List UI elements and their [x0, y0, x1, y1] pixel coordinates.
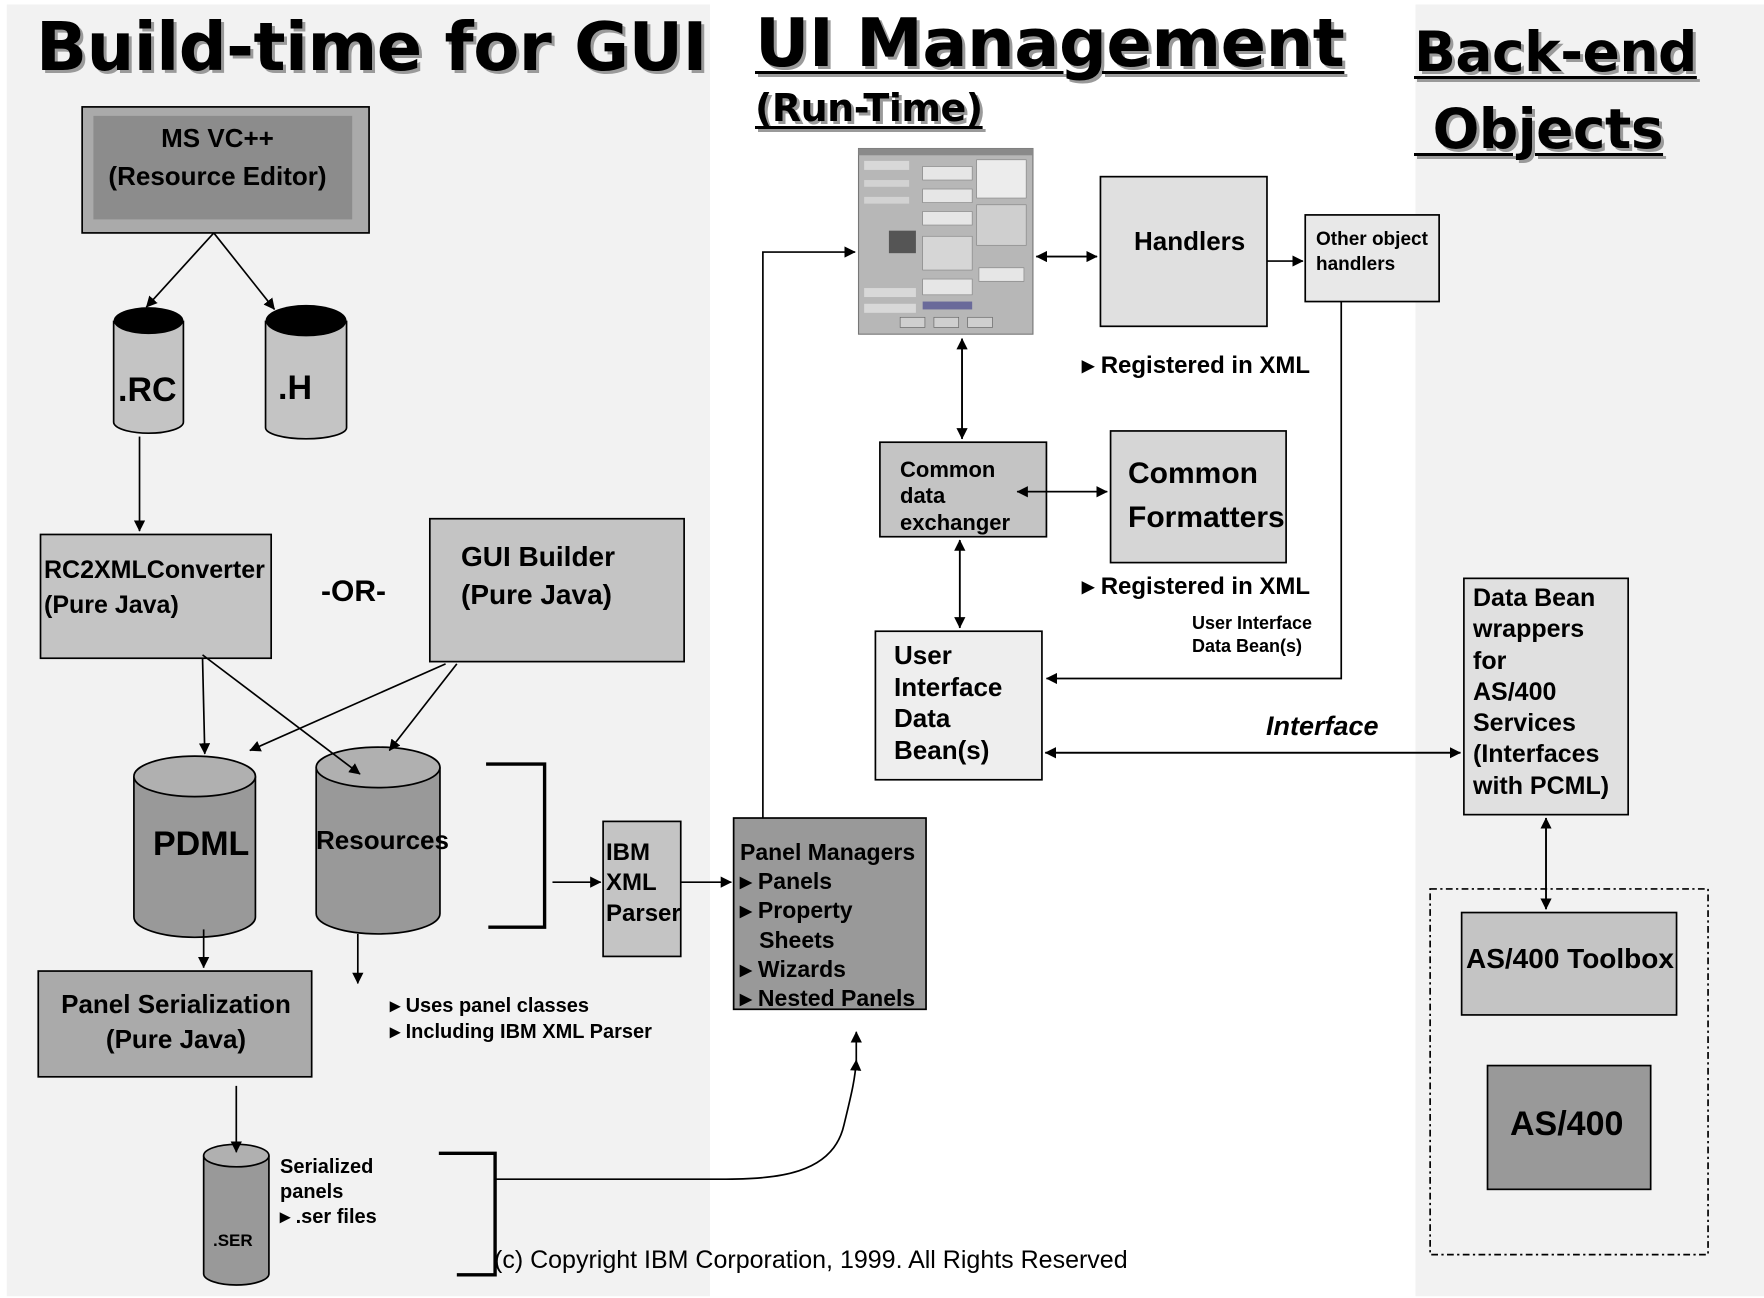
arrow-msvc-to-h [213, 232, 276, 310]
resources-cylinder [315, 746, 441, 935]
heading-build-time: Build-time for GUI [36, 8, 707, 86]
common-formatters-label: Common Formatters [1128, 457, 1285, 534]
ui-data-bean-label: User Interface Data Bean(s) [894, 640, 1003, 766]
as400-box [1486, 1064, 1652, 1191]
ser-label: .SER [213, 1231, 253, 1250]
interface-label: Interface [1266, 711, 1379, 741]
arrow-ser-to-panelmgr [495, 1059, 862, 1181]
ibm-xml-parser-label: IBM XML Parser [606, 839, 681, 927]
heading-run-time: (Run-Time) [755, 86, 983, 130]
gui-builder-label: GUI Builder (Pure Java) [461, 541, 616, 610]
serialized-panels-label: Serialized panels ▸ .ser files [280, 1156, 377, 1228]
arrow-panelmgr-to-screenshot [762, 246, 856, 819]
panel-managers-label: Panel Managers ▸ Panels ▸ Property Sheet… [740, 839, 916, 1012]
registered-xml-1: ▸ Registered in XML [1082, 352, 1311, 379]
rc-label: .RC [118, 371, 177, 409]
ui-data-bean-note: User Interface Data Bean(s) [1192, 613, 1313, 657]
gui-builder-box [428, 517, 685, 663]
as400-toolbox-label: AS/400 Toolbox [1466, 943, 1674, 974]
arrow-msvc-to-rc [145, 232, 215, 308]
handlers-label: Handlers [1134, 226, 1246, 256]
panel-managers-box [732, 817, 927, 1011]
arrow-guibuilder-to-pdml [249, 663, 446, 752]
as400-dashed-region [1429, 888, 1709, 1256]
ms-vc-label: MS VC++ (Resource Editor) [108, 123, 327, 191]
panel-screenshot-thumbnail [857, 147, 1034, 335]
pdml-cylinder [133, 755, 257, 939]
rc2xml-label: RC2XMLConverter (Pure Java) [44, 556, 265, 619]
common-formatters-box [1109, 430, 1287, 564]
ui-data-bean-box [874, 630, 1043, 781]
data-bean-wrappers-label: Data Bean wrappers for AS/400 Services (… [1473, 584, 1610, 800]
other-handlers-label: Other object handlers [1316, 229, 1428, 275]
pdml-label: PDML [153, 825, 250, 863]
bracket-ser [438, 1151, 497, 1277]
h-cylinder [264, 304, 348, 440]
handlers-box [1099, 175, 1268, 328]
ser-cylinder [202, 1143, 270, 1286]
arrow-rc2xml-to-pdml [198, 658, 211, 755]
rc2xml-box [39, 533, 273, 660]
panel-serialization-box [37, 970, 313, 1078]
arrow-guibuilder-to-resources [388, 663, 458, 752]
data-bean-wrappers-box [1463, 577, 1630, 816]
common-data-exchanger-label: Common data exchanger [900, 457, 1011, 535]
rc-cylinder [112, 307, 185, 435]
resources-label: Resources [316, 825, 449, 855]
as400-label: AS/400 [1510, 1105, 1624, 1143]
copyright-notice: (c) Copyright IBM Corporation, 1999. All… [494, 1246, 1128, 1274]
ms-vc-inner [93, 115, 353, 220]
arrow-rc2xml-to-resources [202, 654, 361, 775]
h-label: .H [278, 369, 312, 407]
uses-panel-notes: ▸ Uses panel classes ▸ Including IBM XML… [390, 995, 652, 1044]
other-handlers-box [1304, 214, 1440, 303]
ibm-xml-parser-box [602, 820, 682, 958]
or-label: -OR- [321, 575, 386, 608]
heading-ui-management: UI Management [755, 4, 1345, 82]
registered-xml-2: ▸ Registered in XML [1082, 573, 1311, 600]
bracket-pdml-resources [486, 762, 547, 929]
arrow-otherhandlers-to-bean [1045, 301, 1343, 685]
panel-serialization-label: Panel Serialization (Pure Java) [61, 989, 291, 1055]
as400-toolbox-box [1460, 911, 1678, 1016]
heading-back-end-objects: Back-end Objects [1414, 20, 1697, 161]
